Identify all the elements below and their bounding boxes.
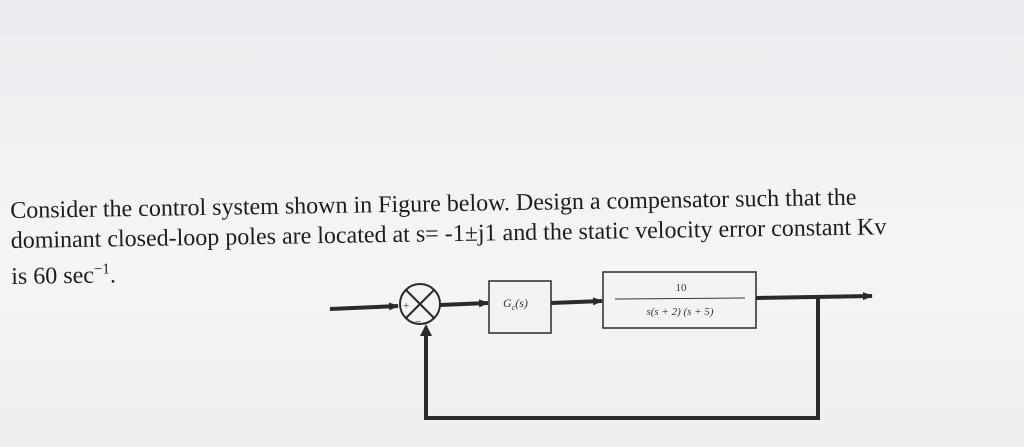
- plant-block: 10 s(s + 2) (s + 5): [602, 271, 757, 329]
- control-signal-arrow: [550, 297, 603, 306]
- plant-denominator: s(s + 2) (s + 5): [646, 306, 713, 318]
- controller-arg: (s): [515, 296, 528, 310]
- fraction-bar: [614, 297, 746, 300]
- error-signal-arrow: [439, 299, 489, 308]
- summer-minus-sign: −: [415, 316, 421, 328]
- summing-junction: + −: [399, 283, 441, 328]
- feedback-path: [424, 297, 820, 420]
- output-signal-arrow: [755, 292, 873, 301]
- input-signal-arrow: [329, 302, 399, 311]
- controller-g: G: [503, 296, 512, 310]
- controller-block: Gc(s): [488, 280, 552, 334]
- summer-plus-sign: +: [403, 300, 409, 312]
- plant-numerator: 10: [676, 282, 688, 294]
- controller-label: Gc(s): [503, 296, 528, 312]
- controller-subscript: c: [512, 303, 516, 312]
- feedback-arrowhead: [420, 324, 432, 336]
